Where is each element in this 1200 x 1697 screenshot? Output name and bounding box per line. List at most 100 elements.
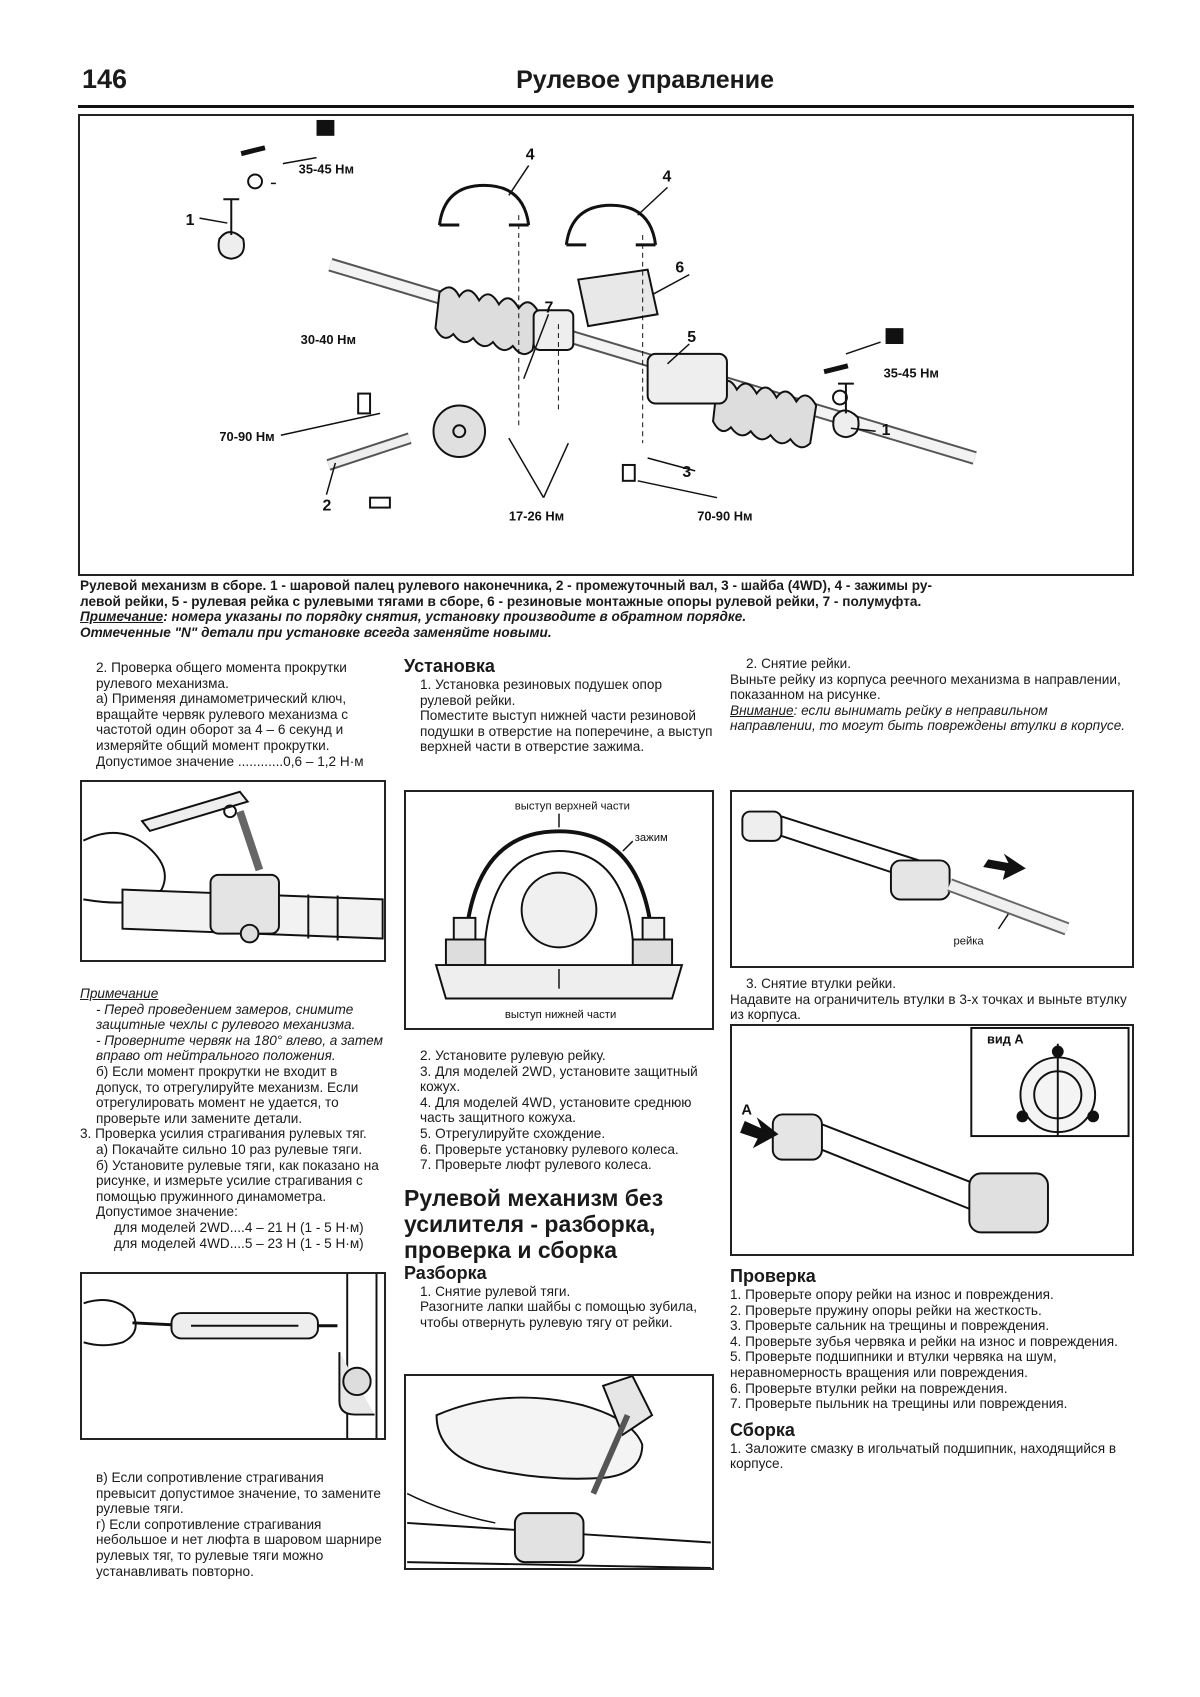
col2-p4: 3. Для моделей 2WD, установите защитный … xyxy=(420,1063,698,1095)
n-mark-right-label: N xyxy=(890,329,899,344)
callout-1-left: 1 xyxy=(186,212,195,229)
chisel-drawing xyxy=(406,1376,711,1568)
torque-label-right: 35-45 Нм xyxy=(884,366,939,381)
column-1: 2. Проверка общего момента прокрутки рул… xyxy=(80,660,386,769)
column-3-bottom: Проверка 1. Проверьте опору рейки на изн… xyxy=(730,1266,1134,1472)
torque-label-top: 35-45 Нм xyxy=(299,161,354,176)
n-mark-top xyxy=(316,119,335,136)
col2-p10: Разогните лапки шайбы с помощью зубила, … xyxy=(420,1299,698,1330)
col1-p11: в) Если сопротивление страгивания превыс… xyxy=(96,1470,381,1517)
col3-warning-text: : если вынимать рейку в неправильном нап… xyxy=(730,702,1126,734)
col1-p6: а) Покачайте сильно 10 раз рулевые тяги. xyxy=(96,1141,363,1157)
page-title: Рулевое управление xyxy=(516,66,774,94)
steering-assembly-figure: N N 35-45 Нм 35-45 Нм 30-40 Нм 70-90 Нм … xyxy=(78,114,1134,576)
page-number: 146 xyxy=(82,64,128,94)
column-1-continued: Примечание - Перед проведением замеров, … xyxy=(80,986,386,1251)
torque-label-30-40: 30-40 Нм xyxy=(301,332,356,347)
col3-p4: Надавите на ограничитель втулки в 3-х то… xyxy=(730,991,1127,1023)
callout-4-right: 4 xyxy=(663,168,672,185)
check-3: 3. Проверьте сальник на трещины и повреж… xyxy=(730,1318,1050,1334)
callout-7: 7 xyxy=(545,299,554,316)
rubber-cushion-drawing: выступ верхней части зажим выступ нижней… xyxy=(434,801,684,1021)
col1-p5: 3. Проверка усилия страгивания рулевых т… xyxy=(80,1126,367,1142)
callout-2: 2 xyxy=(322,498,331,515)
column-3: 2. Снятие рейки. Выньте рейку из корпуса… xyxy=(730,656,1134,734)
view-a-label: вид А xyxy=(987,1032,1024,1047)
bushing-removal-figure: вид А A xyxy=(730,1024,1134,1256)
col2-p5: 4. Для моделей 4WD, установите среднюю ч… xyxy=(420,1094,692,1126)
callout-3: 3 xyxy=(682,464,691,481)
col1-p2: а) Применяя динамометрический ключ, вращ… xyxy=(96,691,349,753)
spring-scale-drawing xyxy=(83,1274,378,1438)
heading-disassembly: Разборка xyxy=(404,1262,487,1283)
steering-assembly-drawing: N N 35-45 Нм 35-45 Нм 30-40 Нм 70-90 Нм … xyxy=(186,119,977,523)
figure-caption: Рулевой механизм в сборе. 1 - шаровой па… xyxy=(80,578,1132,640)
assembly-1: 1. Заложите смазку в игольчатый подшипни… xyxy=(730,1440,1117,1472)
col2-p3: 2. Установите рулевую рейку. xyxy=(420,1048,606,1063)
heading-install: Установка xyxy=(404,656,495,676)
col2-p9: 1. Снятие рулевой тяги. xyxy=(420,1283,571,1299)
heading-assembly: Сборка xyxy=(730,1419,795,1440)
bushing-removal-drawing: вид А A xyxy=(740,1026,1130,1234)
col1-p10: для моделей 4WD....5 – 23 Н (1 - 5 Н·м) xyxy=(114,1235,364,1251)
col3-p1: 2. Снятие рейки. xyxy=(746,656,851,671)
caption-note: Примечание: номера указаны по порядку сн… xyxy=(80,609,1132,625)
caption-note-2: Отмеченные "N" детали при установке всег… xyxy=(80,624,552,640)
caption-line-2: левой рейки, 5 - рулевая рейка с рулевым… xyxy=(80,593,922,609)
col1-p1: 2. Проверка общего момента прокрутки рул… xyxy=(96,660,347,691)
n-mark-right xyxy=(885,328,904,345)
col1-p9: для моделей 2WD....4 – 21 Н (1 - 5 Н·м) xyxy=(114,1219,364,1235)
callout-4-left: 4 xyxy=(526,147,535,164)
col3-warning: Внимание: если вынимать рейку в неправил… xyxy=(730,703,1134,734)
col3-warning-label: Внимание xyxy=(730,702,794,718)
check-2: 2. Проверьте пружину опоры рейки на жест… xyxy=(730,1302,1042,1318)
rack-label: рейка xyxy=(954,935,985,947)
callout-1-right: 1 xyxy=(882,422,891,439)
rubber-cushion-figure: выступ верхней части зажим выступ нижней… xyxy=(404,790,714,1030)
check-4: 4. Проверьте зубья червяка и рейки на из… xyxy=(730,1333,1118,1349)
caption-line-1: Рулевой механизм в сборе. 1 - шаровой па… xyxy=(80,578,932,593)
col2-p1: 1. Установка резиновых подушек опор руле… xyxy=(420,677,663,708)
torque-label-70-90-left: 70-90 Нм xyxy=(219,429,274,444)
column-2: Установка 1. Установка резиновых подушек… xyxy=(404,656,714,755)
col3-p3: 3. Снятие втулки рейки. xyxy=(746,976,897,991)
col3-p2: Выньте рейку из корпуса реечного механиз… xyxy=(730,671,1121,703)
col2-p6: 5. Отрегулируйте схождение. xyxy=(420,1125,606,1141)
col1-p3: Допустимое значение ............0,6 – 1,… xyxy=(96,753,364,769)
col2-p7: 6. Проверьте установку рулевого колеса. xyxy=(420,1141,679,1157)
column-1-bottom: в) Если сопротивление страгивания превыс… xyxy=(80,1470,386,1579)
cushion-clamp-label: зажим xyxy=(635,832,668,844)
torque-wrench-drawing xyxy=(82,790,384,944)
check-6: 6. Проверьте втулки рейки на повреждения… xyxy=(730,1380,1008,1396)
col2-p8: 7. Проверьте люфт рулевого колеса. xyxy=(420,1157,652,1173)
col1-p12: г) Если сопротивление страгивания неболь… xyxy=(96,1516,382,1579)
col1-note-label: Примечание xyxy=(80,986,159,1001)
n-mark-top-label: N xyxy=(321,121,330,136)
cushion-bottom-label: выступ нижней части xyxy=(505,1009,616,1021)
col1-p8: Допустимое значение: xyxy=(96,1204,238,1220)
torque-wrench-figure xyxy=(80,780,386,962)
page-header: 146 Рулевое управление xyxy=(78,62,1134,108)
caption-note-text: : номера указаны по порядку снятия, уста… xyxy=(163,609,747,624)
col1-p4: б) Если момент прокрутки не входит в доп… xyxy=(96,1063,359,1126)
spring-scale-figure xyxy=(80,1272,386,1440)
chisel-figure xyxy=(404,1374,714,1570)
callout-5: 5 xyxy=(687,329,696,346)
rack-removal-figure: рейка xyxy=(730,790,1134,968)
caption-note-label: Примечание xyxy=(80,609,164,624)
cushion-top-label: выступ верхней части xyxy=(515,801,630,813)
column-2-continued: 2. Установите рулевую рейку. 3. Для моде… xyxy=(404,1048,714,1331)
torque-label-17-26: 17-26 Нм xyxy=(509,508,564,523)
col1-note-1: - Перед проведением замеров, снимите защ… xyxy=(96,1001,356,1033)
col1-p7: б) Установите рулевые тяги, как показано… xyxy=(96,1157,379,1204)
heading-check: Проверка xyxy=(730,1266,816,1286)
heading-section: Рулевой механизм без усилителя - разборк… xyxy=(404,1184,664,1263)
check-5: 5. Проверьте подшипники и втулки червяка… xyxy=(730,1349,1057,1380)
col1-note-2: - Проверните червяк на 180° влево, а зат… xyxy=(96,1032,383,1064)
torque-label-70-90-right: 70-90 Нм xyxy=(697,508,752,523)
check-1: 1. Проверьте опору рейки на износ и повр… xyxy=(730,1287,1054,1302)
col2-p2: Поместите выступ нижней части резиновой … xyxy=(420,708,713,755)
check-7: 7. Проверьте пыльник на трещины или повр… xyxy=(730,1396,1068,1412)
rack-removal-drawing: рейка xyxy=(741,810,1070,947)
column-3-continued: 3. Снятие втулки рейки. Надавите на огра… xyxy=(730,976,1134,1023)
